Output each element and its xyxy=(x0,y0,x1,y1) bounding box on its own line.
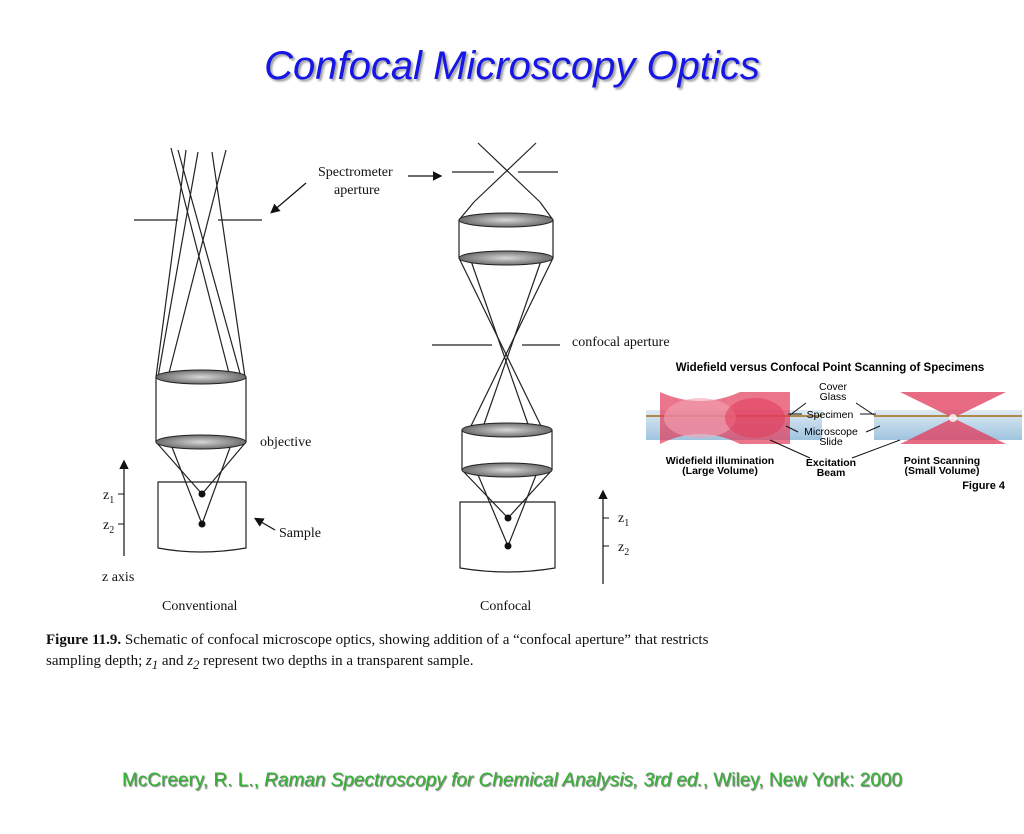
objective-label: objective xyxy=(260,435,311,450)
sample-label: Sample xyxy=(279,526,321,541)
microscope-slide-label: Microscope xyxy=(804,426,858,438)
widefield-illumination-label: Widefield illumination xyxy=(666,455,774,467)
citation-book: Raman Spectroscopy for Chemical Analysis… xyxy=(264,770,703,791)
z2-label-right: z2 xyxy=(618,540,629,558)
z2-label-left: z2 xyxy=(103,518,114,536)
microscope-slide-label-2: Slide xyxy=(819,436,843,448)
citation-author: McCreery, R. L., xyxy=(121,770,259,791)
figure-4-label: Figure 4 xyxy=(962,480,1006,492)
z1-label-left: z1 xyxy=(103,488,114,506)
conventional-lens-top xyxy=(155,369,247,385)
confocal-optics xyxy=(432,142,560,573)
widefield-volume-label: (Large Volume) xyxy=(682,465,758,477)
z-axis-label: z axis xyxy=(102,570,134,585)
citation: McCreery, R. L., Raman Spectroscopy for … xyxy=(0,770,1024,792)
widefield-vs-point-scanning-figure: Widefield versus Confocal Point Scanning… xyxy=(646,362,1022,492)
widefield-figure-title: Widefield versus Confocal Point Scanning… xyxy=(676,362,985,374)
cover-glass-label-2: Glass xyxy=(820,391,847,403)
figure-number: Figure 11.9. xyxy=(46,632,122,648)
citation-publisher: , Wiley, New York: 2000 xyxy=(702,770,903,791)
specimen-label: Specimen xyxy=(807,409,854,421)
conventional-label: Conventional xyxy=(162,599,238,614)
conventional-lens-bottom xyxy=(155,434,247,450)
figure-caption: Figure 11.9. Schematic of confocal micro… xyxy=(46,630,766,676)
focal-point-z2-right xyxy=(504,542,512,550)
point-scanning-label: Point Scanning xyxy=(904,455,980,467)
confocal-label: Confocal xyxy=(480,599,531,614)
point-scanning-beam xyxy=(900,392,1006,418)
caption-text-2: represent two depths in a transparent sa… xyxy=(203,653,474,669)
cover-glass-label: Cover xyxy=(819,381,848,393)
confocal-aperture-label: confocal aperture xyxy=(572,335,670,350)
focal-point-z2-left xyxy=(198,520,206,528)
confocal-lens-1 xyxy=(458,212,554,228)
caption-and: and xyxy=(161,653,184,669)
focal-point-z1-right xyxy=(504,514,512,522)
confocal-lens-4 xyxy=(461,462,553,478)
spectrometer-aperture-label: Spectrometer xyxy=(318,165,393,180)
confocal-lens-2 xyxy=(458,250,554,266)
z1-label-right: z1 xyxy=(618,511,629,529)
slide-title: Confocal Microscopy Optics xyxy=(264,44,760,88)
confocal-lens-3 xyxy=(461,422,553,438)
caption-z1: z1 xyxy=(146,653,159,672)
caption-z2: z2 xyxy=(187,653,200,672)
focal-point-z1-left xyxy=(198,490,206,498)
conventional-optics xyxy=(134,147,262,553)
point-scanning-volume-label: (Small Volume) xyxy=(904,465,979,477)
caption-text-1: Schematic of confocal microscope optics,… xyxy=(46,632,709,669)
excitation-beam-label: Excitation xyxy=(806,457,856,469)
spectrometer-aperture-label-2: aperture xyxy=(334,183,380,198)
excitation-beam-label-2: Beam xyxy=(817,467,846,479)
